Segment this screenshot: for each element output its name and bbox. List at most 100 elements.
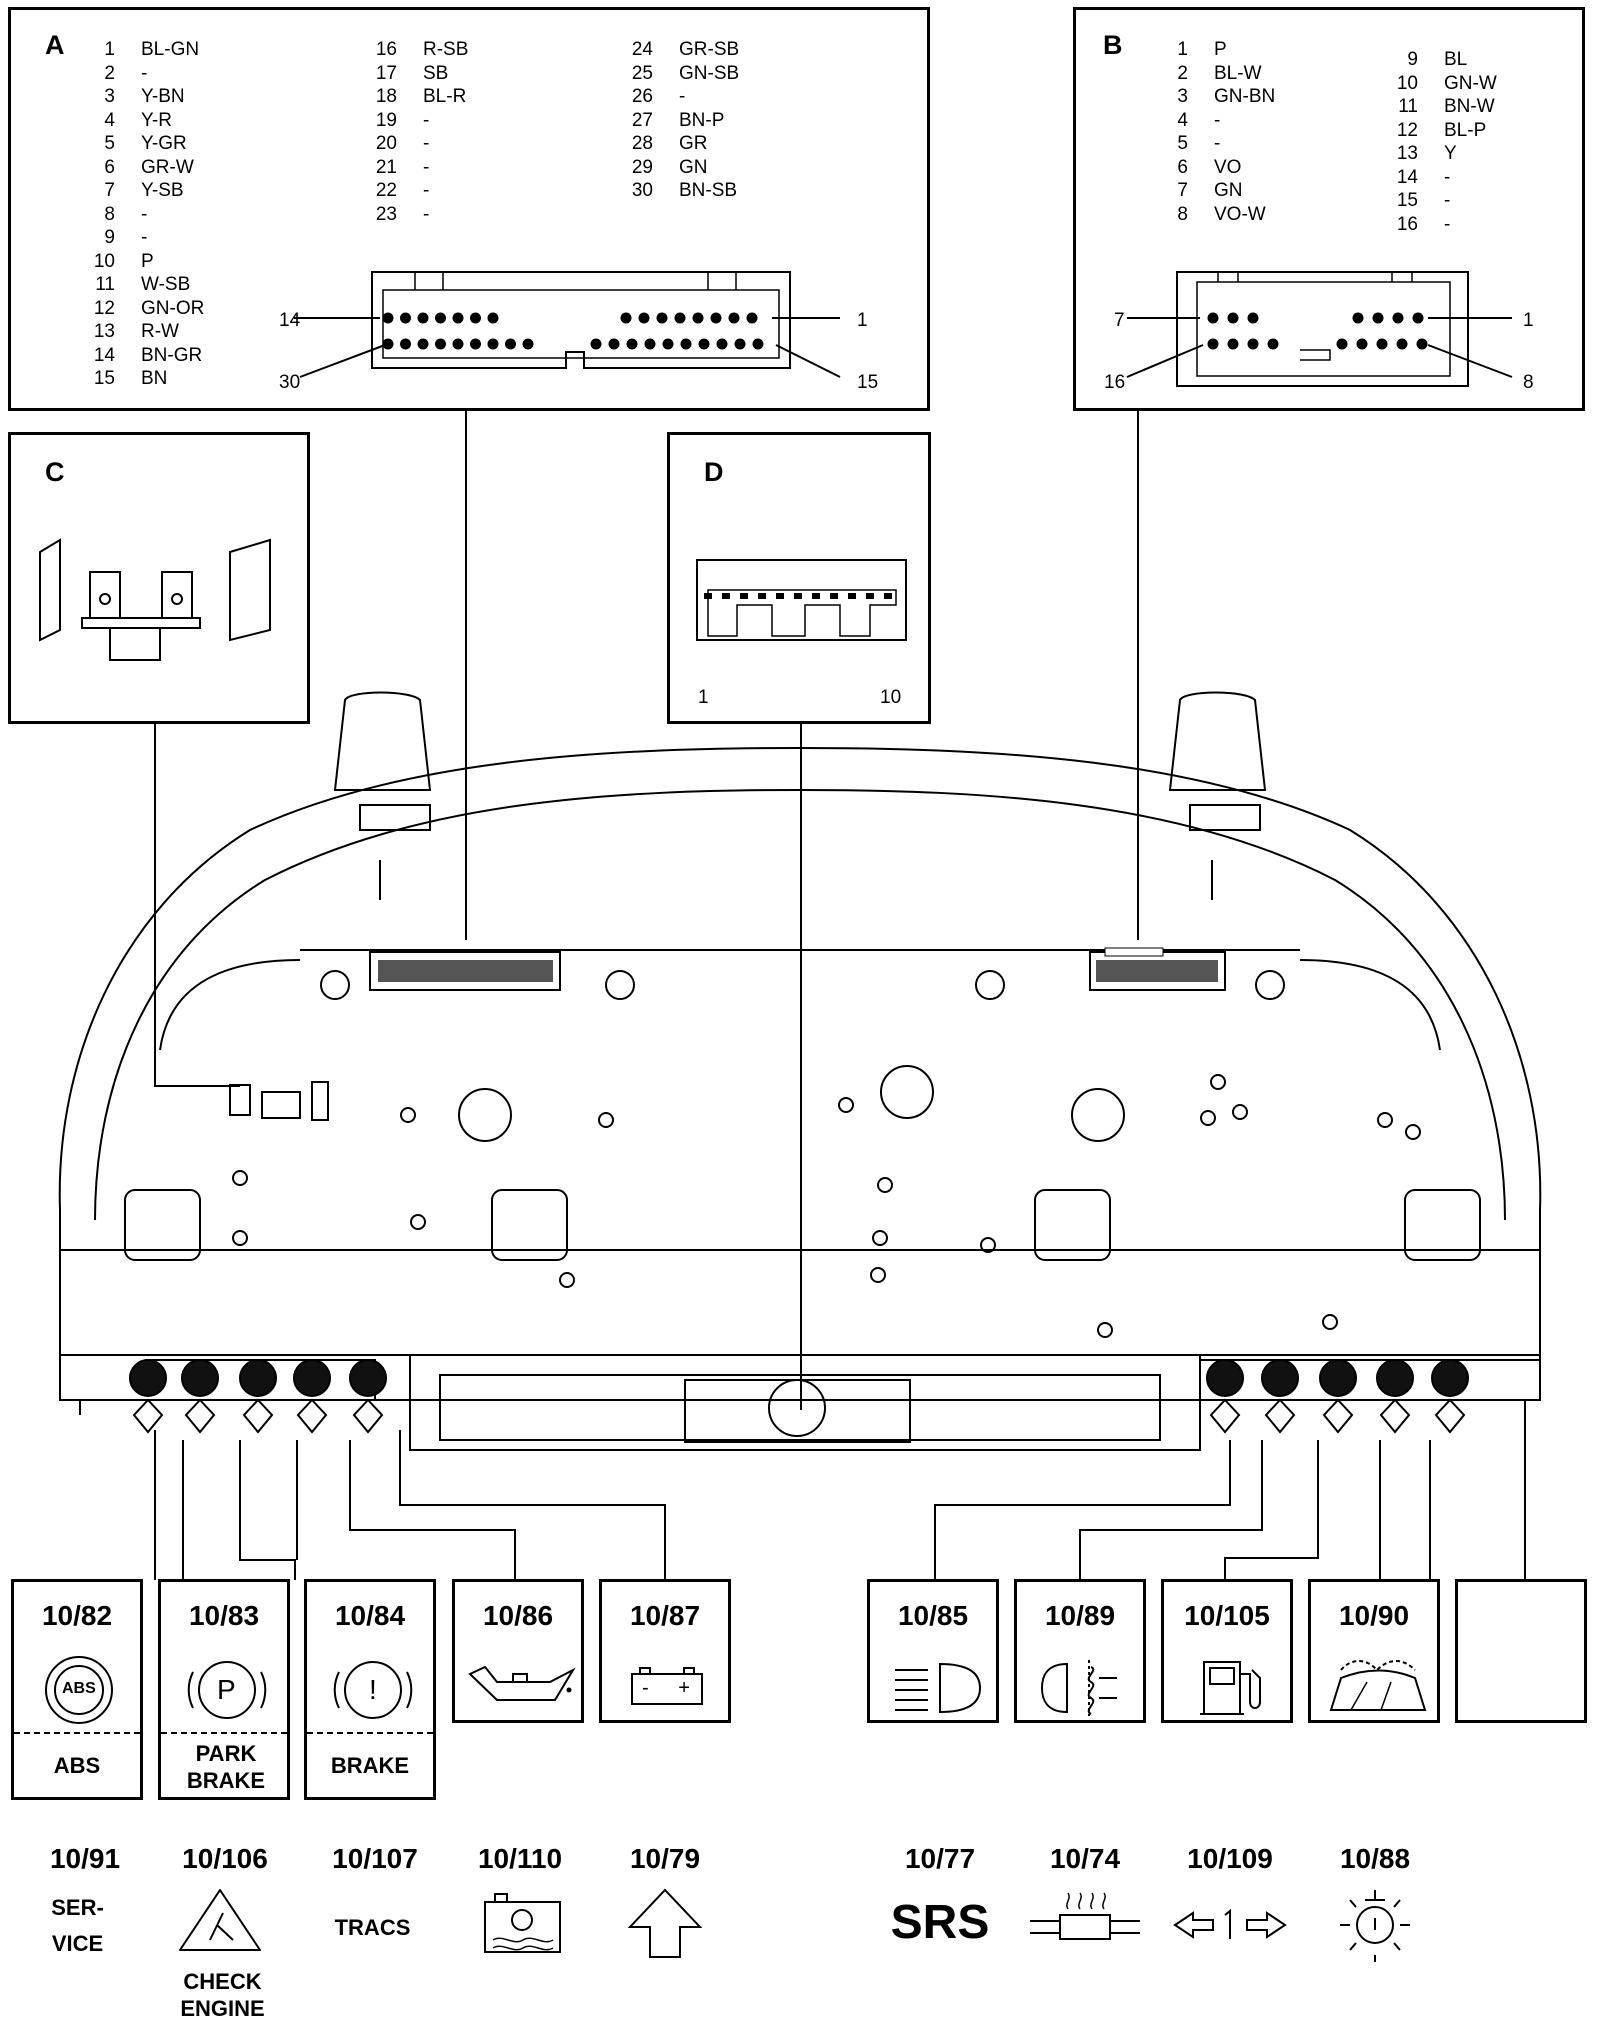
bulb-base (296, 1398, 328, 1434)
connector-b-pin-number: 6 (1177, 156, 1188, 178)
oil-can-icon (468, 1665, 576, 1701)
connector-a-pin-row: 23- (351, 203, 429, 227)
connector-b-callout-16: 16 (1104, 372, 1126, 393)
connector-a-pin-color: - (679, 86, 686, 107)
connector-c-box: C (8, 432, 310, 724)
up-arrow-icon (627, 1888, 703, 1958)
connector-a-callout-15: 15 (857, 372, 879, 393)
coolant-icon (484, 1893, 561, 1953)
connector-b-pin-number: 1 (1177, 39, 1188, 60)
legend-ref-10-91: 10/91 (49, 1843, 121, 1874)
lamp-ref: 10/85 (897, 1600, 969, 1631)
connector-b-pin-number: 3 (1177, 86, 1188, 107)
connector-b-pin-number: 15 (1396, 190, 1418, 211)
connector-a-pin-color: GR-W (141, 156, 194, 178)
brake-warning-icon-text: ! (369, 1674, 377, 1705)
connector-a-pin-number: 10 (93, 250, 115, 272)
connector-a-pin-number: 3 (104, 86, 115, 107)
connector-a-pin-number: 28 (631, 133, 653, 154)
connector-a-pin-number: 14 (93, 344, 115, 366)
connector-b-pin-number: 2 (1177, 62, 1188, 84)
lamp-divider (14, 1732, 140, 1734)
connector-a-pin-row: 26- (607, 85, 685, 109)
bulb-base (1379, 1398, 1411, 1434)
connector-b-pin-number: 10 (1396, 72, 1418, 94)
legend-ref-10-88: 10/88 (1339, 1843, 1411, 1874)
connector-a-pin-number: 13 (93, 321, 115, 342)
connector-a-pin-number: 22 (375, 180, 397, 201)
connector-b-pin-number: 16 (1396, 213, 1418, 235)
connector-b-pin-number: 8 (1177, 203, 1188, 225)
lamp-ref: 10/83 (188, 1600, 260, 1631)
lamp-10-84: 10/84 ! BRAKE (304, 1579, 436, 1800)
battery-icon (631, 1667, 703, 1705)
connector-a-pin-number: 1 (104, 39, 115, 60)
washer-icon (1329, 1660, 1427, 1711)
connector-b-pin-color: BL-P (1444, 119, 1487, 141)
connector-a-pin-color: Y-GR (141, 133, 187, 154)
connector-a-pin-color: BN-GR (141, 344, 203, 366)
connector-b-pin-color: BL (1444, 49, 1468, 70)
legend-ref-10-107: 10/107 (332, 1843, 418, 1874)
connector-a-pin-number: 27 (631, 109, 653, 131)
bulb-base (242, 1398, 274, 1434)
connector-b-pin-color: GN (1214, 180, 1243, 201)
lamp-10-85: 10/85 (867, 1579, 999, 1723)
bulb-base (352, 1398, 384, 1434)
connector-b-pin-number: 5 (1177, 133, 1188, 154)
rear-defrost-icon (1030, 1892, 1140, 1940)
connector-a-pin-row: 20- (351, 132, 429, 156)
connector-b-pin-number: 9 (1407, 49, 1418, 70)
connector-b-pin-number: 7 (1177, 180, 1188, 201)
connector-b-pin-row: 2 BL-W (1158, 62, 1262, 86)
legend-service-label: SER- VICE (51, 1895, 104, 1956)
connector-a-pin-color: - (141, 227, 148, 248)
connector-b-pin-color: - (1214, 109, 1221, 131)
connector-a-pin-number: 4 (104, 109, 115, 131)
connector-a-pin-row: 21- (351, 156, 429, 180)
connector-a-pin-color: GR (679, 133, 708, 154)
lamp-label: PARK BRAKE (186, 1741, 266, 1793)
connector-a-pin-color: BN-SB (679, 180, 738, 201)
connector-a-pin-number: 25 (631, 62, 653, 84)
connector-a-pin-color: - (423, 203, 430, 225)
connector-d-callout-10: 10 (880, 687, 902, 708)
bulb-socket (293, 1359, 331, 1397)
connector-a-pin-color: - (423, 180, 430, 201)
lamp-10-89: 10/89 (1014, 1579, 1146, 1723)
lamp-10-86: 10/86 (452, 1579, 584, 1723)
bulb-socket (1261, 1359, 1299, 1397)
connector-b-pin-color: Y (1444, 143, 1457, 164)
bulb-base (1434, 1398, 1466, 1434)
fog-light-icon (1040, 1660, 1117, 1716)
connector-b-pin-color: VO-W (1214, 203, 1266, 225)
connector-a-pin-color: - (423, 156, 430, 178)
bulb-socket (239, 1359, 277, 1397)
bulb-failure-icon (1340, 1890, 1410, 1962)
connector-b-letter: B (1103, 30, 1123, 60)
legend-ref-10-74: 10/74 (1049, 1843, 1121, 1874)
bulb-socket (181, 1359, 219, 1397)
bulb-socket (1319, 1359, 1357, 1397)
lamp-ref: 10/105 (1184, 1600, 1270, 1631)
connector-a-pin-number: 30 (631, 180, 653, 201)
connector-b-pin-color: BL-W (1214, 62, 1262, 84)
connector-a-pin-number: 2 (104, 62, 115, 84)
connector-b-pin-color: - (1444, 213, 1451, 235)
bulb-sockets (129, 1359, 1469, 1434)
connector-a-pin-number: 12 (93, 297, 115, 319)
bulb-socket (129, 1359, 167, 1397)
connector-d-letter: D (704, 457, 724, 487)
legend-srs-label: SRS (890, 1896, 990, 1949)
park-brake-icon-text: P (217, 1674, 236, 1705)
connector-b-pin-color: BN-W (1444, 96, 1495, 117)
